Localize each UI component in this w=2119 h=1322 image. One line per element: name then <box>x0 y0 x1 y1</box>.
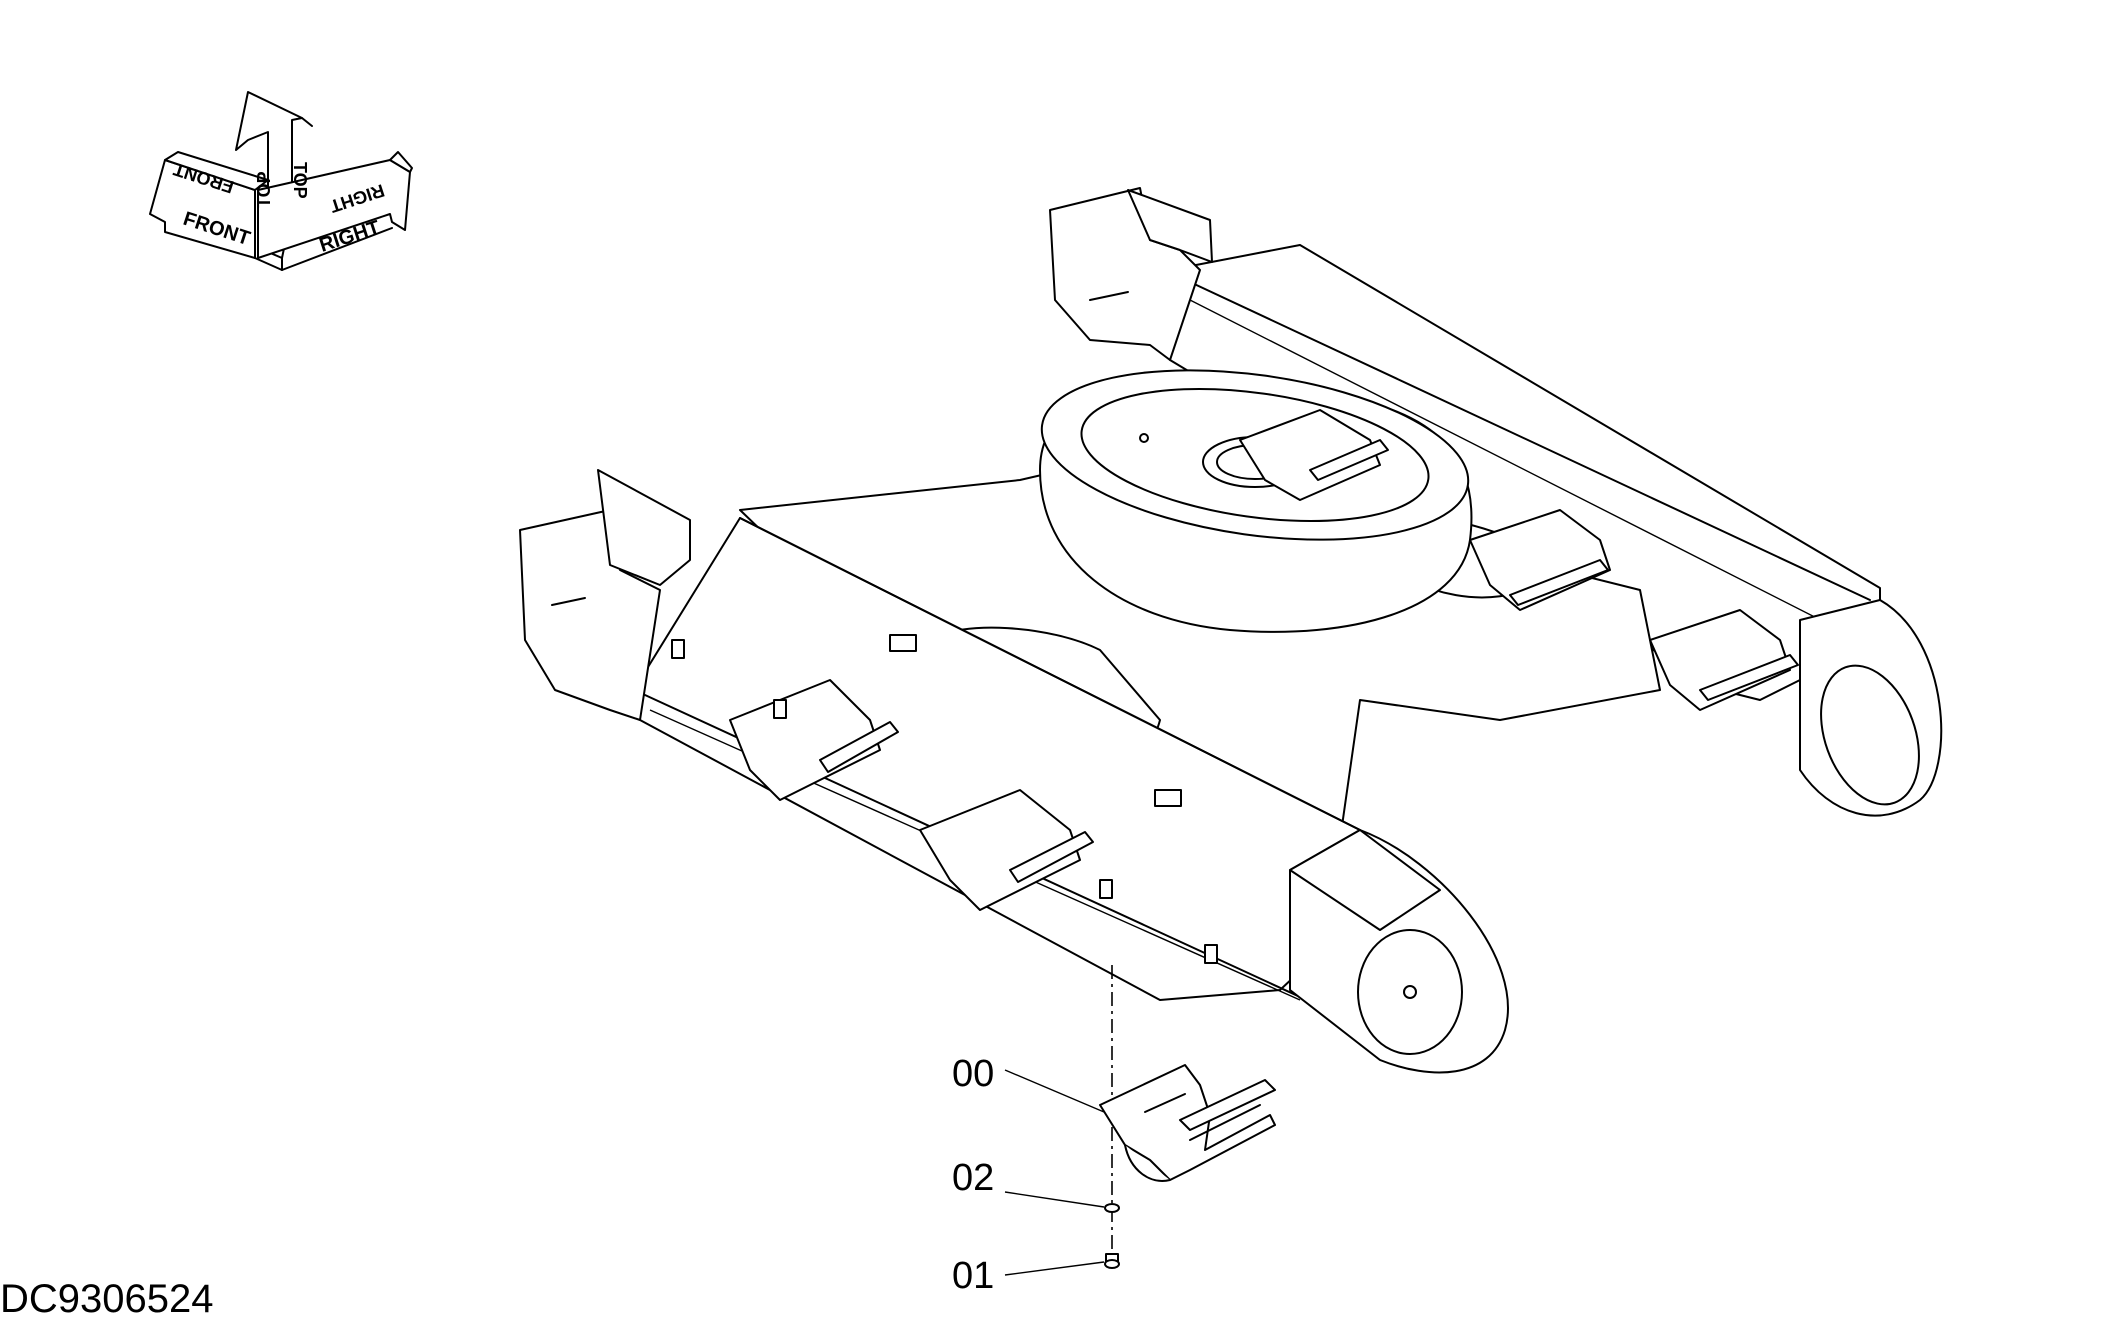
callout-00-leader <box>1004 1069 1105 1113</box>
undercarriage-frame <box>519 187 1943 1074</box>
top-label: TOP <box>254 171 274 208</box>
callout-00-label: 00 <box>952 1053 994 1095</box>
callout-02-leader <box>1004 1191 1105 1208</box>
orientation-symbol: FRONT FRONT TOP TOP RIGHT RIGHT <box>149 91 413 271</box>
drawing-id: DC9306524 <box>0 1277 214 1321</box>
callouts: 00 02 01 <box>952 1053 1105 1297</box>
bolt <box>1104 1253 1120 1269</box>
callout-02-label: 02 <box>952 1157 994 1199</box>
frame-pads <box>671 634 1218 964</box>
mounted-track-guards <box>729 409 1799 911</box>
top-flipped-label: TOP <box>290 162 310 199</box>
washer <box>1104 1203 1120 1213</box>
callout-01-leader <box>1004 1261 1105 1276</box>
callout-01-label: 01 <box>952 1255 994 1297</box>
exploded-track-guard <box>1099 1064 1276 1182</box>
